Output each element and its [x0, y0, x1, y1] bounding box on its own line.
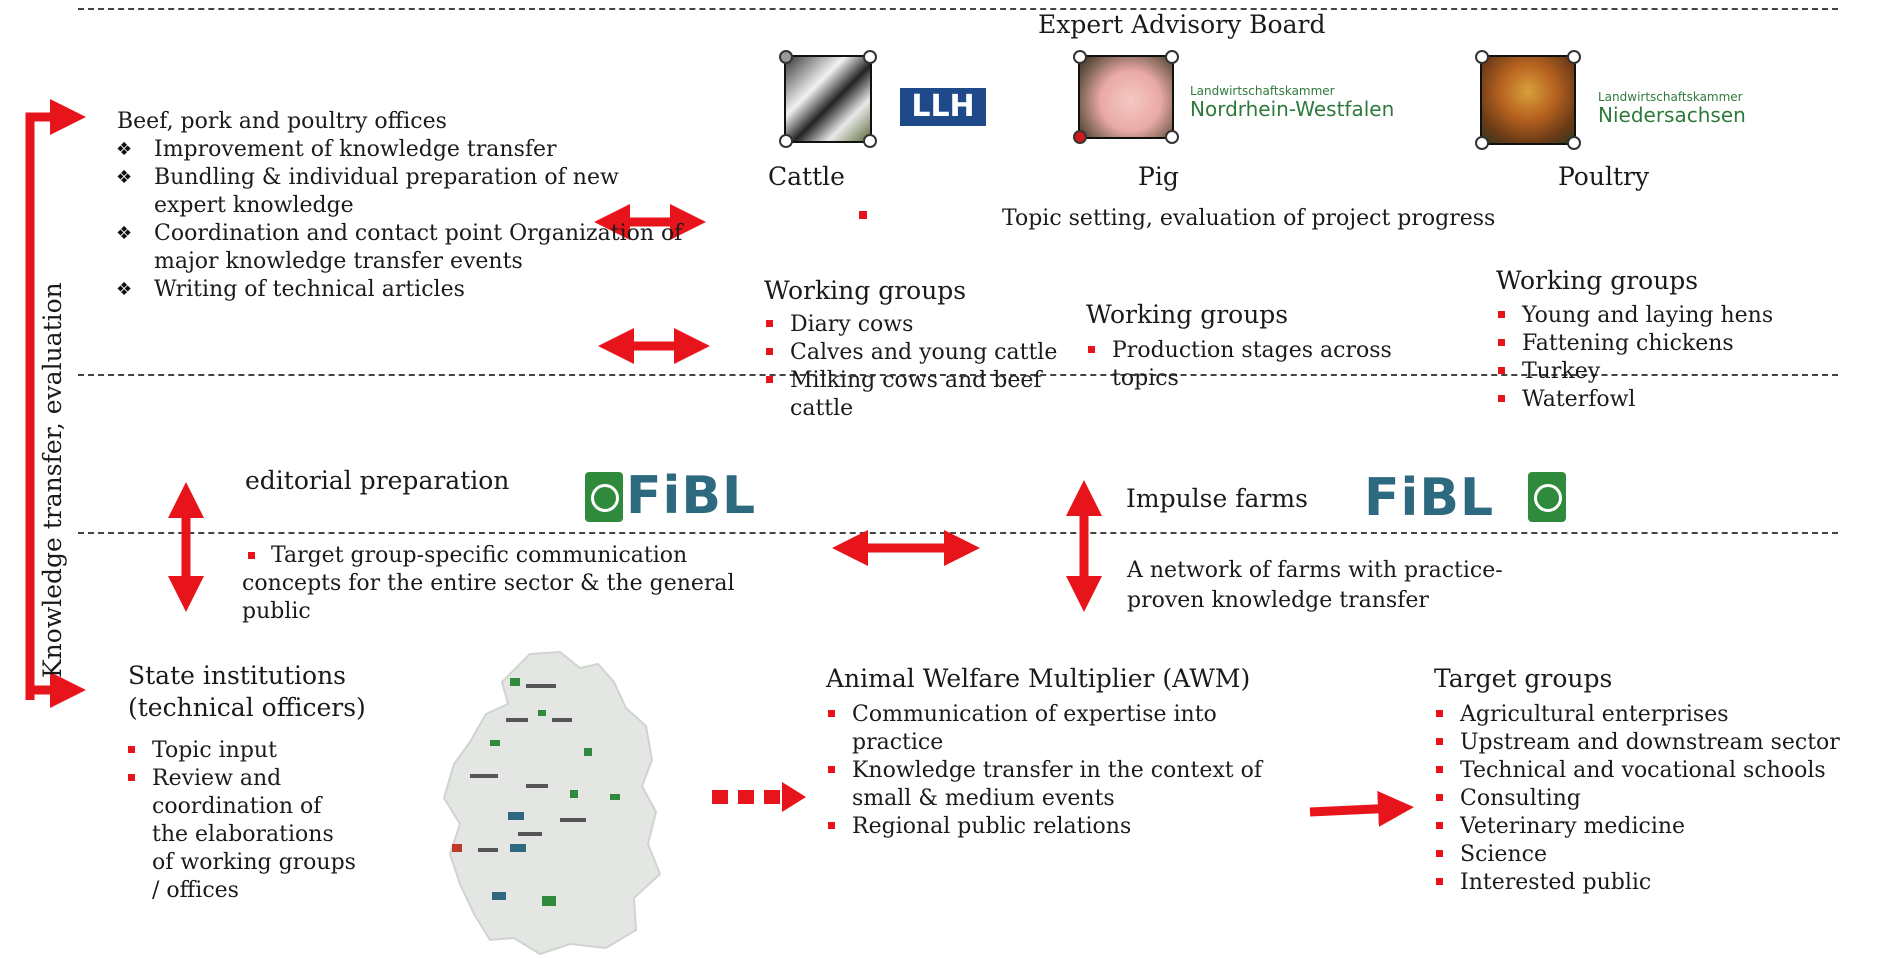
impulse-title: Impulse farms [1126, 484, 1308, 513]
targets-item: Agricultural enterprises [1432, 701, 1872, 729]
targets-item: Technical and vocational schools [1432, 757, 1872, 785]
state-list: Topic input Review and coordination of t… [124, 737, 384, 905]
state-title: State institutions (technical officers) [128, 661, 366, 722]
fibl-logo-right: FiBL [1364, 468, 1495, 528]
pig-photo [1073, 50, 1179, 144]
targets-list: Agricultural enterprises Upstream and do… [1432, 701, 1872, 897]
lwk-nrw-logo: Landwirtschaftskammer Nordrhein-Westfale… [1190, 84, 1395, 121]
wg-cattle-list: Diary cows Calves and young cattle Milki… [762, 311, 1082, 423]
wg-poultry-title: Working groups [1496, 266, 1699, 295]
targets-title: Target groups [1434, 664, 1613, 693]
awm-item: Knowledge transfer in the context of sma… [824, 757, 1272, 813]
awm-list: Communication of expertise into practice… [824, 701, 1274, 841]
wg-cattle-item: Diary cows [762, 311, 1082, 339]
offices-item: Coordination and contact point Organizat… [116, 220, 744, 276]
targets-item: Veterinary medicine [1432, 813, 1872, 841]
editorial-title: editorial preparation [245, 466, 510, 495]
divider-1 [78, 374, 1838, 376]
wg-pig-list: Production stages across topics [1084, 337, 1414, 393]
offices-title: Beef, pork and poultry offices [117, 109, 447, 134]
targets-item: Interested public [1432, 869, 1872, 897]
editorial-text: Target group-specific communication conc… [242, 543, 735, 624]
feedback-bracket-arrow [25, 99, 86, 708]
targets-item: Science [1432, 841, 1872, 869]
species-cattle: Cattle [768, 162, 845, 191]
awm-item: Regional public relations [824, 813, 1274, 841]
wg-poultry-item: Young and laying hens [1494, 302, 1824, 330]
arrow-to-targets [1309, 790, 1414, 827]
wg-poultry-item: Turkey [1494, 358, 1824, 386]
small-square-marker [859, 211, 867, 219]
impulse-text: A network of farms with practice-proven … [1127, 558, 1503, 613]
wg-cattle-item: Milking cows and beef cattle [762, 367, 1060, 423]
llh-logo: LLH [900, 88, 986, 126]
wg-pig-item: Production stages across topics [1084, 337, 1392, 393]
wg-cattle-item: Calves and young cattle [762, 339, 1082, 367]
awm-title: Animal Welfare Multiplier (AWM) [826, 664, 1251, 693]
targets-item: Consulting [1432, 785, 1872, 813]
offices-item: Bundling & individual preparation of new… [116, 164, 664, 220]
species-poultry: Poultry [1558, 162, 1650, 191]
topic-setting: Topic setting, evaluation of project pro… [1002, 206, 1496, 231]
germany-map [442, 650, 662, 956]
wg-poultry-item: Waterfowl [1494, 386, 1824, 414]
wg-poultry-list: Young and laying hens Fattening chickens… [1494, 302, 1824, 414]
lwk-nds-logo: Landwirtschaftskammer Niedersachsen [1598, 90, 1746, 127]
cattle-photo [779, 50, 877, 148]
wg-poultry-item: Fattening chickens [1494, 330, 1824, 358]
wg-cattle-title: Working groups [764, 276, 967, 305]
dlg-logo [585, 472, 623, 522]
awm-item: Communication of expertise into practice [824, 701, 1252, 757]
targets-item: Upstream and downstream sector [1432, 729, 1872, 757]
fibl-logo-left: FiBL [626, 466, 757, 526]
dotted-arrow-to-awm [712, 782, 806, 812]
offices-item: Writing of technical articles [116, 276, 736, 304]
wg-pig-title: Working groups [1086, 300, 1289, 329]
poultry-photo [1475, 50, 1581, 150]
offices-list: Improvement of knowledge transfer Bundli… [116, 136, 736, 304]
species-pig: Pig [1138, 162, 1179, 191]
dlg-logo-right [1528, 472, 1566, 522]
top-divider [78, 8, 1838, 10]
offices-item: Improvement of knowledge transfer [116, 136, 736, 164]
state-item: Topic input [124, 737, 384, 765]
board-title: Expert Advisory Board [1038, 10, 1326, 39]
side-label: Knowledge transfer, evaluation [38, 282, 67, 678]
state-item: Review and coordination of the elaborati… [124, 765, 362, 905]
